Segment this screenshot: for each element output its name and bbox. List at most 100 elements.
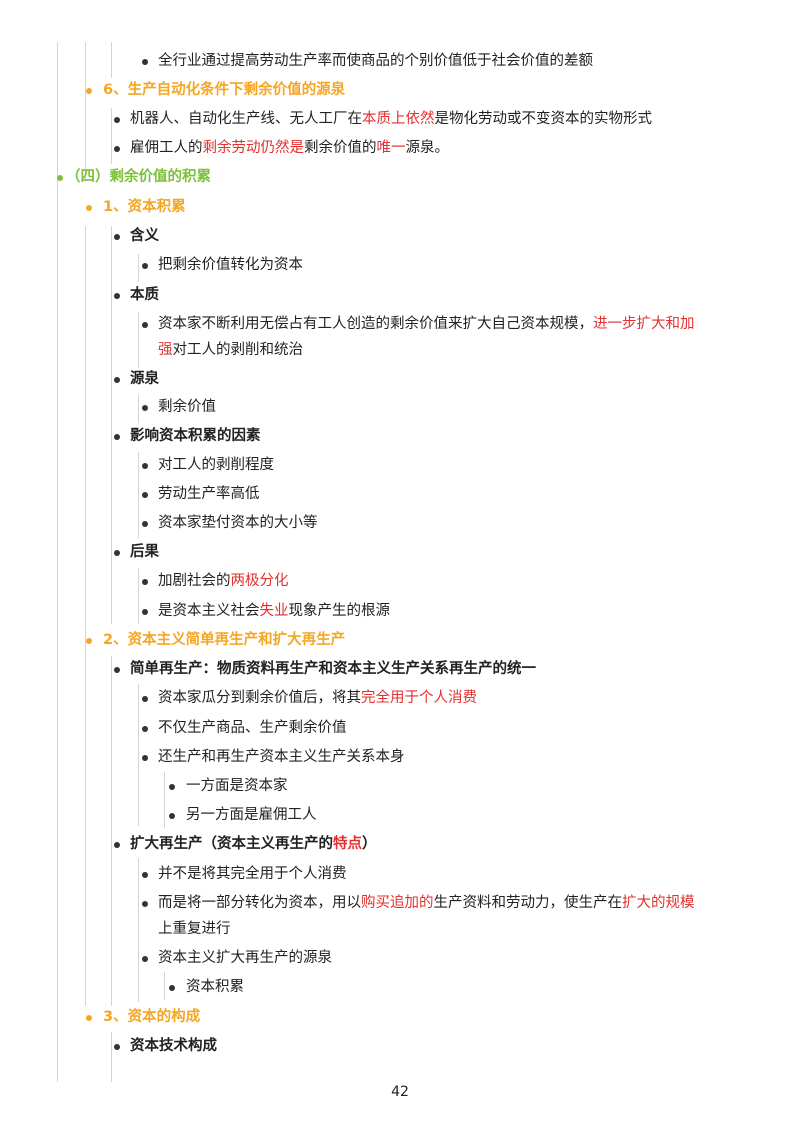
- heading-text: 2、资本主义简单再生产和扩大再生产: [103, 632, 346, 648]
- list-item: 另一方面是雇佣工人: [0, 801, 800, 830]
- item-text: 对工人的剥削和统治: [172, 342, 304, 358]
- item-text: 还生产和再生产资本主义生产关系本身: [158, 749, 405, 765]
- highlight-text: 进一步扩大和加: [593, 316, 695, 332]
- list-item: 机器人、自动化生产线、无人工厂在本质上依然是物化劳动或不变资本的实物形式: [0, 105, 800, 134]
- subheading-text: 含义: [130, 228, 159, 244]
- bullet-icon: [142, 492, 148, 498]
- list-item: 全行业通过提高劳动生产率而使商品的个别价值低于社会价值的差额: [0, 47, 800, 76]
- item-text: 是资本主义社会: [158, 603, 260, 619]
- subheading-text: 资本技术构成: [130, 1038, 217, 1054]
- list-item: 而是将一部分转化为资本，用以购买追加的生产资料和劳动力，使生产在扩大的规模: [0, 889, 800, 918]
- bullet-icon: [86, 638, 92, 644]
- item-text: 是物化劳动或不变资本的实物形式: [434, 111, 653, 127]
- highlight-text: 失业: [259, 603, 289, 619]
- bullet-icon: [142, 263, 148, 269]
- highlight-text: 扩大的规模: [622, 895, 695, 911]
- bullet-icon: [169, 784, 175, 790]
- bullet-icon: [114, 842, 120, 848]
- outline-guide-line: [111, 226, 112, 624]
- item-text: 剩余价值的: [304, 140, 377, 156]
- item-text: 劳动生产率高低: [158, 486, 260, 502]
- outline-guide-line: [138, 858, 139, 1002]
- item-text: 剩余价值: [158, 399, 216, 415]
- list-item: 简单再生产：物质资料再生产和资本主义生产关系再生产的统一: [0, 655, 800, 684]
- bullet-icon: [86, 1015, 92, 1021]
- subheading-text: 源泉: [130, 371, 159, 387]
- bullet-icon: [169, 985, 175, 991]
- bullet-icon: [142, 579, 148, 585]
- bullet-icon: [114, 1044, 120, 1050]
- list-item: 资本家不断利用无偿占有工人创造的剩余价值来扩大自己资本规模，进一步扩大和加: [0, 310, 800, 339]
- bullet-icon: [142, 726, 148, 732]
- bullet-icon: [142, 59, 148, 65]
- section-heading: （四）剩余价值的积累: [66, 169, 211, 185]
- bullet-icon: [114, 146, 120, 152]
- bullet-icon: [114, 117, 120, 123]
- subheading-text: 扩大再生产（资本主义再生产的: [130, 836, 333, 852]
- list-item: 资本技术构成: [0, 1032, 800, 1061]
- outline-guide-line: [111, 108, 112, 164]
- list-item: （四）剩余价值的积累: [0, 163, 800, 192]
- list-item: 资本家垫付资本的大小等: [0, 509, 800, 538]
- item-text: 把剩余价值转化为资本: [158, 257, 303, 273]
- bullet-icon: [142, 872, 148, 878]
- item-text: 现象产生的根源: [288, 603, 391, 619]
- outline-guide-line: [85, 42, 86, 182]
- outline-guide-line: [164, 772, 165, 828]
- list-item: 6、生产自动化条件下剩余价值的源泉: [0, 76, 800, 105]
- bullet-icon: [142, 463, 148, 469]
- item-text: 并不是将其完全用于个人消费: [158, 866, 347, 882]
- outline-guide-line: [57, 42, 58, 1082]
- outline-guide-line: [138, 312, 139, 368]
- list-item: 不仅生产商品、生产剩余价值: [0, 714, 800, 743]
- list-item: 剩余价值: [0, 393, 800, 422]
- bullet-icon: [114, 667, 120, 673]
- bullet-icon: [142, 521, 148, 527]
- list-item-continuation: 上重复进行: [0, 915, 800, 944]
- list-item: 资本积累: [0, 973, 800, 1002]
- bullet-icon: [142, 609, 148, 615]
- list-item: 雇佣工人的剩余劳动仍然是剩余价值的唯一源泉。: [0, 134, 800, 163]
- bullet-icon: [114, 293, 120, 299]
- bullet-icon: [142, 956, 148, 962]
- item-text: 一方面是资本家: [186, 778, 288, 794]
- highlight-text: 两极分化: [230, 573, 289, 589]
- list-item: 3、资本的构成: [0, 1003, 800, 1032]
- item-text: 资本家垫付资本的大小等: [158, 515, 318, 531]
- item-text: 对工人的剥削程度: [158, 457, 274, 473]
- list-item: 1、资本积累: [0, 193, 800, 222]
- outline-guide-line: [138, 684, 139, 826]
- list-item: 资本主义扩大再生产的源泉: [0, 944, 800, 973]
- outline-guide-line: [111, 656, 112, 1006]
- list-item: 源泉: [0, 365, 800, 394]
- list-item: 是资本主义社会失业现象产生的根源: [0, 597, 800, 626]
- bullet-icon: [86, 88, 92, 94]
- bullet-icon: [142, 696, 148, 702]
- item-text: 不仅生产商品、生产剩余价值: [158, 720, 347, 736]
- list-item: 加剧社会的两极分化: [0, 567, 800, 596]
- bullet-icon: [114, 434, 120, 440]
- item-text: 上重复进行: [158, 921, 231, 937]
- bullet-icon: [114, 550, 120, 556]
- item-text: 资本积累: [186, 979, 244, 995]
- outline-guide-line: [111, 1032, 112, 1082]
- outline-guide-line: [138, 395, 139, 423]
- heading-text: 3、资本的构成: [103, 1009, 201, 1025]
- item-text: 源泉。: [405, 140, 450, 156]
- outline-guide-line: [85, 226, 86, 1006]
- bullet-icon: [114, 377, 120, 383]
- highlight-text: 特点: [333, 836, 362, 852]
- bullet-icon: [142, 901, 148, 907]
- highlight-text: 完全用于个人消费: [361, 690, 477, 706]
- highlight-text: 本质上依然: [362, 111, 435, 127]
- item-text: 资本家瓜分到剩余价值后，将其: [158, 690, 361, 706]
- item-text: 而是将一部分转化为资本，用以: [158, 895, 361, 911]
- outline-guide-line: [111, 42, 112, 78]
- list-item: 还生产和再生产资本主义生产关系本身: [0, 743, 800, 772]
- item-text: 资本家不断利用无偿占有工人创造的剩余价值来扩大自己资本规模，: [158, 316, 593, 332]
- outline-guide-line: [138, 254, 139, 282]
- bullet-icon: [57, 175, 63, 181]
- bullet-icon: [86, 205, 92, 211]
- item-text: 全行业通过提高劳动生产率而使商品的个别价值低于社会价值的差额: [158, 53, 593, 69]
